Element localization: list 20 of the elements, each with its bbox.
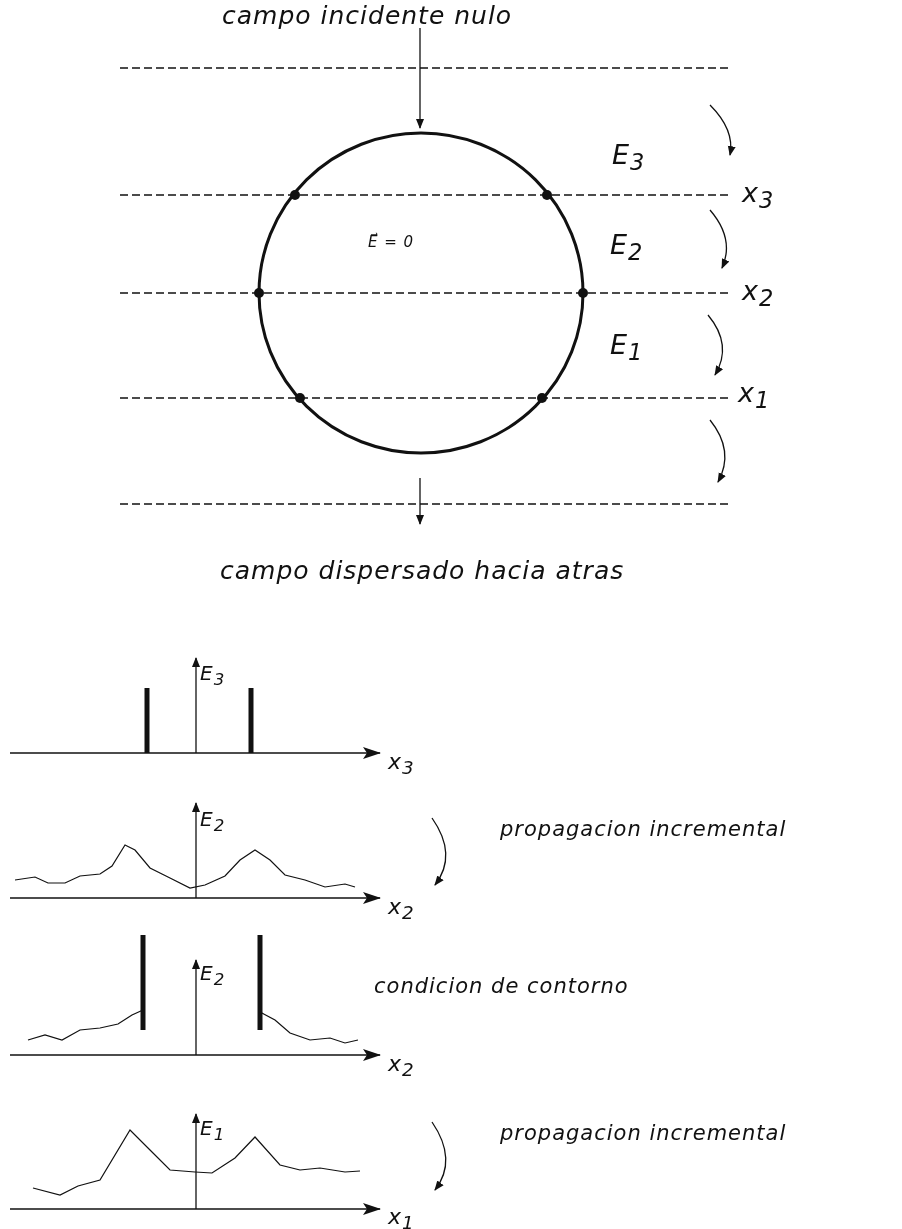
axis-label: x$_{2}$ [742,276,775,312]
field-label: E$_{1}$ [610,330,644,366]
axis-label: x$_{2}$ [388,1052,415,1081]
axis-label: x$_{1}$ [738,378,771,414]
caption: campo incidente nulo [222,2,513,30]
axis-label: x$_{1}$ [388,1205,415,1229]
annotation-text: propagacion incremental [500,818,787,842]
axis-label: E$_{2}$ [200,808,226,836]
field-label: E$_{3}$ [612,140,646,176]
annotation-text: condicion de contorno [374,975,629,999]
equation-label: E⃗ = 0 [368,234,415,251]
field-label: E$_{2}$ [610,230,644,266]
axis-label: E$_{1}$ [200,1117,226,1145]
axis-label: x$_{2}$ [388,895,415,924]
axis-label: x$_{3}$ [388,750,415,779]
annotation-text: propagacion incremental [500,1122,787,1146]
axis-label: x$_{3}$ [742,178,775,214]
axis-label: E$_{2}$ [200,962,226,990]
caption: campo dispersado hacia atras [220,557,625,585]
axis-label: E$_{3}$ [200,662,226,690]
